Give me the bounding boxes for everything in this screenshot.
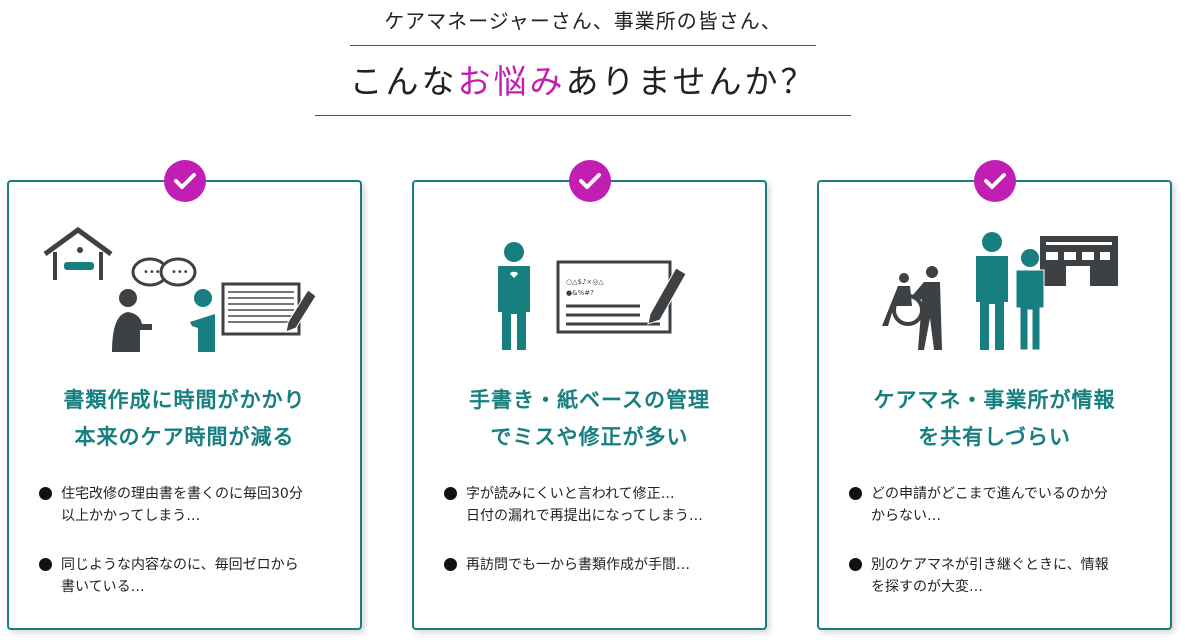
bullet-text: 別のケアマネが引き継ぐときに、情報 — [871, 557, 1109, 573]
bullet-list: どの申請がどこまで進んでいるのか分からない… 別のケアマネが引き継ぐときに、情報… — [849, 483, 1160, 625]
heading-line: ケアマネ・事業所が情報 — [873, 388, 1116, 412]
check-icon — [568, 160, 611, 202]
list-item: どの申請がどこまで進んでいるのか分からない… — [849, 483, 1160, 527]
card-heading: 手書き・紙ベースの管理でミスや修正が多い — [414, 382, 765, 456]
care-facility-illustration — [819, 222, 1170, 362]
bullet-dot-icon — [849, 487, 862, 500]
bullet-text: からない… — [871, 508, 941, 524]
problem-card-3: ケアマネ・事業所が情報を共有しづらい どの申請がどこまで進んでいるのか分からない… — [817, 160, 1172, 630]
title-pre: こんな — [349, 62, 458, 101]
page-title: こんなお悩みありませんか？ — [315, 56, 851, 116]
heading-line: でミスや修正が多い — [490, 425, 689, 449]
bullet-text: 日付の漏れで再提出になってしまう… — [466, 508, 703, 524]
check-icon — [163, 160, 206, 202]
subtitle: ケアマネージャーさん、事業所の皆さん、 — [350, 4, 816, 46]
heading-line: 本来のケア時間が減る — [74, 425, 295, 449]
bullet-dot-icon — [39, 558, 52, 571]
svg-text:•••: ••• — [171, 267, 189, 278]
bullet-text: 同じような内容なのに、毎回ゼロから — [61, 557, 299, 573]
list-item: 再訪問でも一から書類作成が手間… — [444, 554, 755, 576]
bullet-text: 再訪問でも一から書類作成が手間… — [466, 557, 690, 573]
title-highlight: お悩み — [457, 62, 566, 101]
list-item: 住宅改修の理由書を書くのに毎回30分以上かかってしまう… — [39, 483, 350, 527]
bullet-text: を探すのが大変… — [871, 579, 983, 595]
bullet-list: 字が読みにくいと言われて修正… 日付の漏れで再提出になってしまう… 再訪問でも一か… — [444, 483, 755, 603]
paper-document-illustration: ○△$♪×◎△ ●&%#? — [414, 222, 765, 362]
bullet-list: 住宅改修の理由書を書くのに毎回30分以上かかってしまう… 同じような内容なのに、… — [39, 483, 350, 625]
svg-text:•••: ••• — [143, 267, 161, 278]
card-heading: 書類作成に時間がかかり本来のケア時間が減る — [9, 382, 360, 456]
bullet-dot-icon — [444, 487, 457, 500]
bullet-text: 字が読みにくいと言われて修正… — [466, 486, 675, 502]
heading-line: を共有しづらい — [918, 425, 1071, 449]
bullet-text: 以上かかってしまう… — [61, 508, 201, 524]
bullet-text: 住宅改修の理由書を書くのに毎回30分 — [61, 486, 303, 502]
title-post: ありませんか？ — [565, 62, 817, 101]
card-heading: ケアマネ・事業所が情報を共有しづらい — [819, 382, 1170, 456]
check-icon — [973, 160, 1016, 202]
problem-card-1: ••• ••• 書類作成に時間がかかり本来のケア時間が減る 住宅改修の理由書を書く… — [7, 160, 362, 630]
svg-text:●&%#?: ●&%#? — [566, 289, 594, 297]
bullet-dot-icon — [444, 558, 457, 571]
bullet-text: どの申請がどこまで進んでいるのか分 — [871, 486, 1108, 502]
bullet-dot-icon — [39, 487, 52, 500]
svg-text:○△$♪×◎△: ○△$♪×◎△ — [566, 278, 604, 286]
list-item: 別のケアマネが引き継ぐときに、情報を探すのが大変… — [849, 554, 1160, 598]
problem-card-2: ○△$♪×◎△ ●&%#? 手書き・紙ベースの管理でミスや修正が多い 字が読みにく… — [412, 160, 767, 630]
bullet-dot-icon — [849, 558, 862, 571]
heading-line: 手書き・紙ベースの管理 — [469, 388, 710, 412]
heading-line: 書類作成に時間がかかり — [63, 388, 306, 412]
care-consultation-illustration: ••• ••• — [9, 222, 360, 362]
list-item: 字が読みにくいと言われて修正… 日付の漏れで再提出になってしまう… — [444, 483, 755, 527]
list-item: 同じような内容なのに、毎回ゼロから書いている… — [39, 554, 350, 598]
bullet-text: 書いている… — [61, 579, 145, 595]
